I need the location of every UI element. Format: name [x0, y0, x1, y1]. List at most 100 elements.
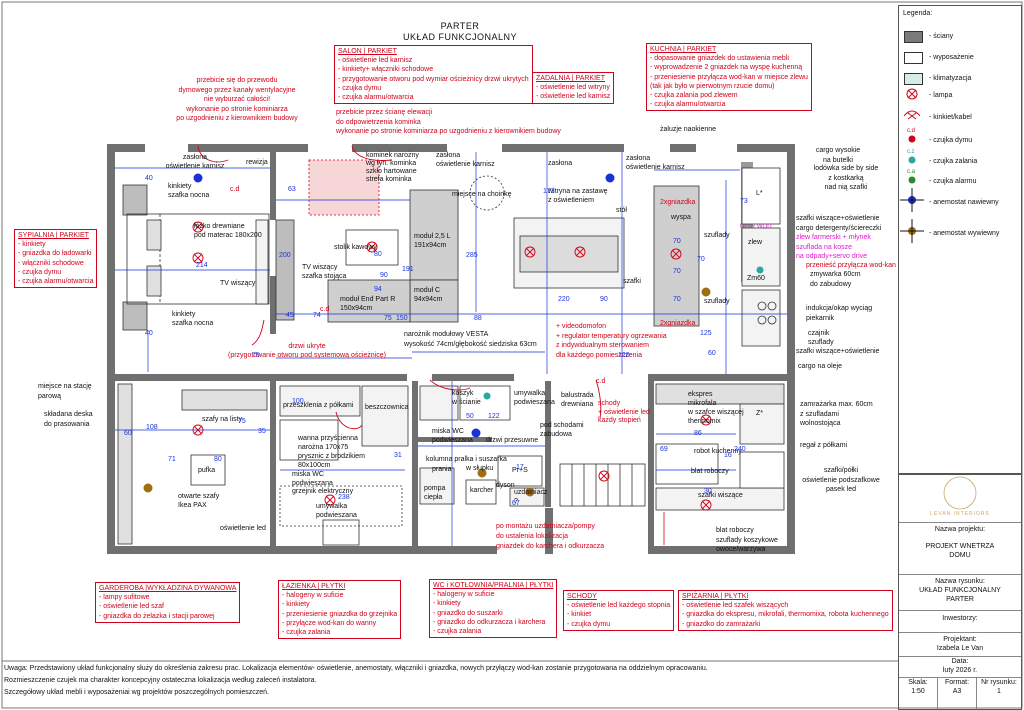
dim-200: 200 — [279, 252, 291, 259]
legend-exhaust-diffuser: - anemostat wywiewny — [929, 230, 1000, 237]
date-row: Data: luty 2026 r. — [899, 656, 1021, 677]
dim-60a: 60 — [708, 350, 716, 357]
smoke-sensor-living: c.d — [320, 306, 330, 313]
dim-86: 86 — [694, 430, 702, 437]
dim-69: 69 — [660, 446, 668, 453]
dim-70c: 70 — [697, 256, 705, 263]
heater-label: grzejnik elektryczny — [292, 488, 354, 495]
sliding-door-label: drzwi przesuwne — [486, 437, 539, 444]
fridge-mark: L* — [756, 190, 763, 197]
drawers-1-label: szuflady — [704, 232, 730, 239]
dim-74: 74 — [313, 312, 321, 319]
legend-title: Legenda: — [903, 10, 933, 17]
investors-row: Inwestorzy: — [899, 610, 1021, 631]
bathroom-notes: ŁAZIENKA | PŁYTKI - halogeny w suficie- … — [278, 580, 402, 640]
electrical-wiring — [197, 145, 602, 430]
washing-column-label: kolumna pralka i suszarka — [426, 456, 507, 463]
washing-column-sub-label: w słupku — [466, 465, 494, 472]
intercom-annotation: + videodomofon+ regulator temperatury og… — [556, 323, 667, 359]
kitchen-furniture — [653, 167, 781, 347]
dim-16: 16 — [724, 452, 732, 459]
legend-code-smoke: c.d — [907, 128, 916, 134]
kitchen-socket-annotation: przenieść przyłącza wod-kan — [806, 262, 896, 269]
legend-panel: Legenda: - ściany - wyposażenie - klimat… — [898, 5, 1022, 475]
drawers-2-label: szuflady — [704, 298, 730, 305]
bottom-furniture — [117, 383, 785, 546]
dim-45: 45 — [286, 312, 294, 319]
glass-shelves-label: przeszklenia z półkami — [283, 402, 354, 409]
washer-dryer-mark: Pr+S — [512, 467, 528, 474]
dim-70b: 70 — [673, 268, 681, 275]
footer-note-2: Rozmieszczenie czujek ma charakter konce… — [4, 677, 317, 684]
kitchen-notes: KUCHNIA | PARKIET - dopasowanie gniazdek… — [646, 43, 812, 112]
dim-238: 238 — [338, 494, 350, 501]
smoke-sensor-bedroom: c.d — [230, 186, 240, 193]
dim-90a: 90 — [380, 272, 388, 279]
kettle-label: czajnik — [808, 330, 830, 337]
dim-80b: 80 — [214, 456, 222, 463]
legend-swatch-hvac — [904, 73, 923, 85]
dim-31: 31 — [394, 452, 402, 459]
dim-30: 30 — [704, 488, 712, 495]
logo-text: LEVAN INTERIORS — [930, 511, 990, 517]
legend-equipment: - wyposażenie — [929, 54, 974, 61]
wall-cabinets-2-label: szafki wiszące+oświetlenie — [796, 348, 880, 355]
food-processor-label: robot kuchenny — [694, 448, 742, 455]
led-lighting-label: oświetlenie led — [220, 525, 266, 532]
dim-73: 73 — [740, 198, 748, 205]
dim-94: 94 — [374, 286, 382, 293]
dim-108: 108 — [146, 424, 158, 431]
dim-50: 50 — [466, 413, 474, 420]
sink-label: zlew — [748, 239, 763, 246]
dim-220: 220 — [558, 296, 570, 303]
cabinets-label: szafki — [623, 278, 641, 285]
dim-40b: 40 — [145, 330, 153, 337]
beszczownica-label: beszczownica — [365, 404, 409, 411]
dim-70a: 70 — [673, 238, 681, 245]
legend-walls: - ściany — [929, 33, 954, 40]
legend-lamp: - lampa — [929, 92, 953, 99]
dim-88: 88 — [474, 315, 482, 322]
dyson-label: dyson — [496, 482, 515, 489]
island-socket-bottom: 2xgniazdka — [660, 320, 696, 327]
wardrobes-label: szafy na listy — [202, 416, 243, 423]
dim-173: 173 — [543, 188, 555, 195]
island-label: wyspa — [671, 214, 691, 221]
smoke-sensor-stairs: c.d — [596, 378, 606, 385]
coffee-table-label: stolik kawowy — [334, 244, 377, 251]
bedroom-furniture — [122, 184, 270, 331]
dim-75c: 75 — [252, 352, 260, 359]
dim-150: 150 — [396, 315, 408, 322]
dim-80: 80 — [374, 251, 382, 258]
dim-35: 35 — [258, 428, 266, 435]
legend-flood: - czujka zalania — [929, 158, 978, 165]
project-row: Nazwa projektu: PROJEKT WNETRZA DOMU — [899, 522, 1021, 581]
dim-125: 125 — [700, 330, 712, 337]
dim-75b: 75 — [238, 418, 246, 425]
water-softener-label: uzdatniacz? — [514, 489, 548, 505]
salon-notes: SALON | PARKIET - oświetlenie led karnis… — [334, 45, 533, 105]
dim-17: 17 — [516, 464, 524, 471]
dim-120: 120 — [618, 352, 630, 359]
